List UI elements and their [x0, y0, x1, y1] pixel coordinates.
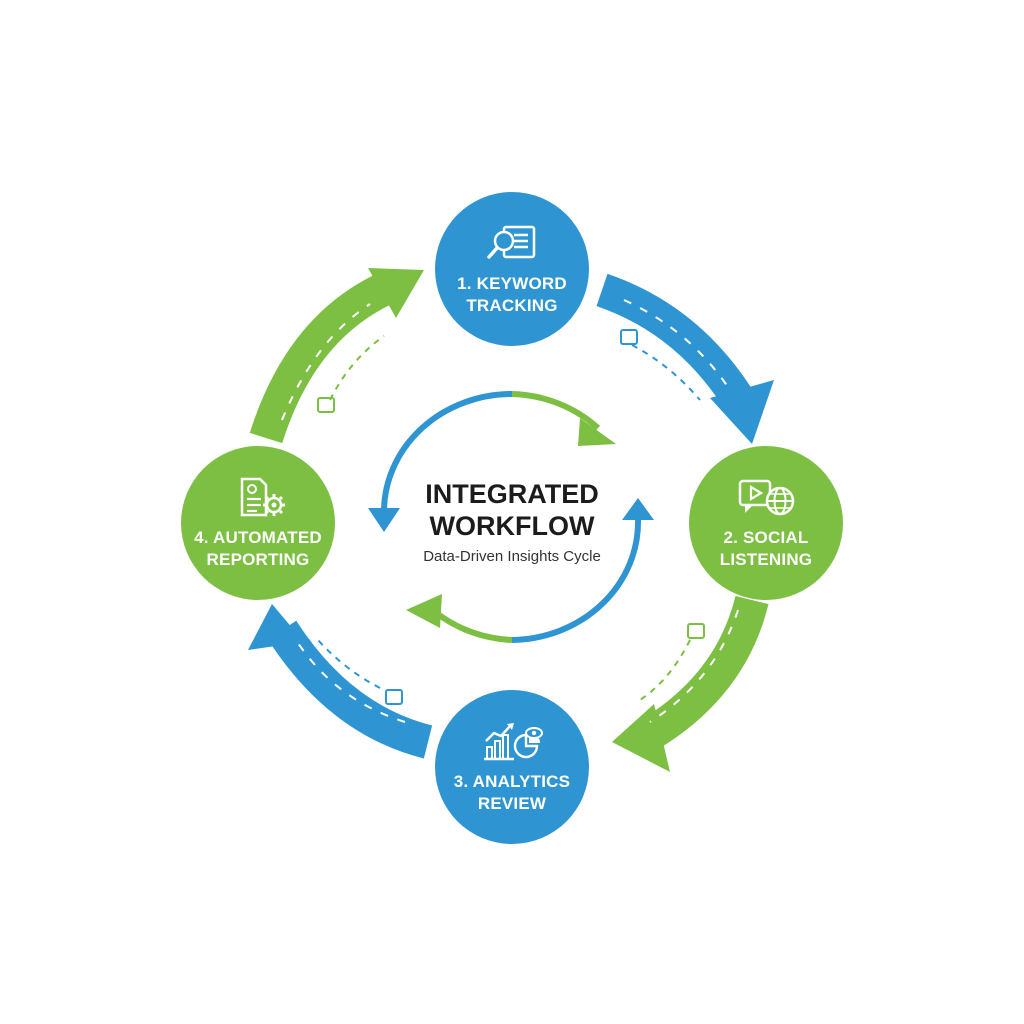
document-gear-icon — [240, 477, 285, 517]
chart-eye-icon — [484, 723, 543, 761]
step-label: 1. KEYWORD TRACKING — [457, 274, 567, 315]
step-label: 3. ANALYTICS REVIEW — [453, 772, 571, 813]
center-subtitle: Data-Driven Insights Cycle — [423, 548, 601, 565]
data-card-icon — [317, 397, 335, 413]
data-card-icon — [620, 329, 638, 345]
step-social-listening: 2. SOCIAL LISTENING — [689, 446, 843, 600]
arrow-keyword-to-social — [596, 273, 774, 444]
center-title: INTEGRATED WORKFLOW — [425, 479, 599, 541]
step-analytics-review: 3. ANALYTICS REVIEW — [435, 690, 589, 844]
step-label: 4. AUTOMATED REPORTING — [194, 528, 322, 569]
step-automated-reporting: 4. AUTOMATED REPORTING — [181, 446, 335, 600]
inner-cycle-arrows — [368, 391, 654, 643]
magnifier-document-icon — [487, 225, 536, 259]
arrow-analytics-to-reporting — [248, 604, 433, 759]
step-keyword-tracking: 1. KEYWORD TRACKING — [435, 192, 589, 346]
video-globe-icon — [738, 479, 795, 516]
data-card-icon — [385, 689, 403, 705]
step-label: 2. SOCIAL LISTENING — [719, 528, 813, 569]
arrow-reporting-to-keyword — [249, 268, 424, 444]
data-card-icon — [687, 623, 705, 639]
arrow-social-to-analytics — [612, 595, 769, 772]
